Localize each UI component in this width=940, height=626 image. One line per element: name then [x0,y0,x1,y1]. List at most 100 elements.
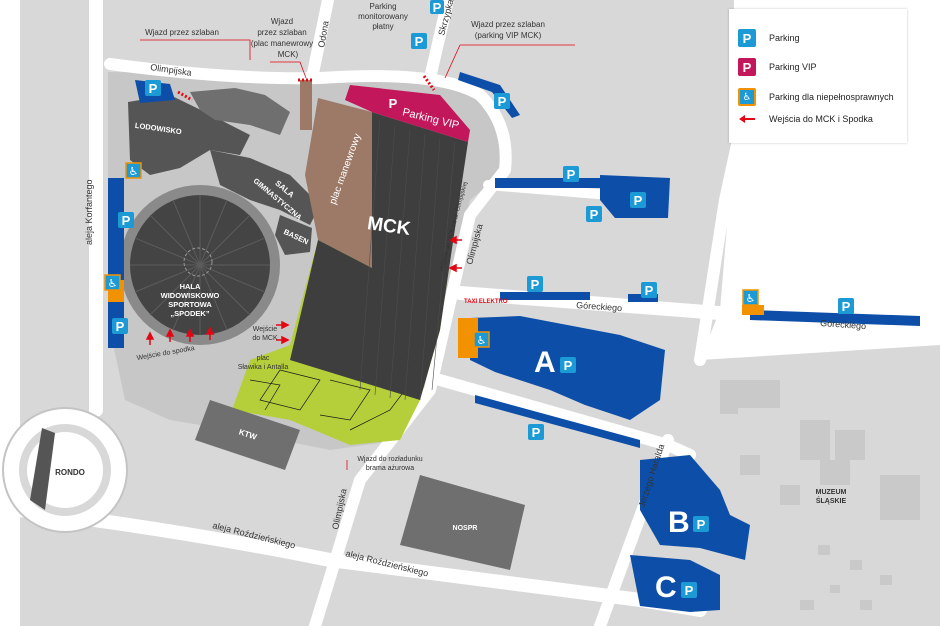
wheelchair-icon: ♿ [473,331,490,348]
spodek-label-1: HALA [180,282,201,291]
road-skrzypka [424,0,454,84]
parking-marker: P [838,298,854,314]
parking-a-label: A [534,346,556,379]
parking-marker: P [145,80,161,96]
nospr-label: NOSPR [453,525,478,532]
parking-marker: P [527,276,543,292]
spodek-label-2: WIDOWISKOWO [161,291,220,300]
svg-text:P: P [645,283,654,298]
parking-strip-south [475,395,640,448]
legend-label-parking-vip: Parking VIP [769,62,817,72]
svg-text:♿: ♿ [129,165,139,178]
svg-text:P: P [567,167,576,182]
svg-text:P: P [498,94,507,109]
wheelchair-icon: ♿ [104,274,121,291]
nospr-building [400,475,525,570]
svg-text:♿: ♿ [477,334,487,347]
street-goreckiego-east: Góreckiego [820,318,867,331]
rondo-label: RONDO [55,468,85,477]
basen-building [275,215,312,255]
svg-text:♿: ♿ [108,277,118,290]
gate-markers [177,75,436,102]
disabled-badges: ♿ ♿ ♿ ♿ [104,162,759,348]
parking-strip-east [495,178,610,188]
parking-marker: P [430,0,444,15]
sala-gimnastyczna-building [210,150,320,225]
parking-marker: P [118,212,134,228]
parking-marker: P [586,206,602,222]
entrance-arrows [145,235,462,345]
parking-b-label: B [668,506,690,539]
svg-text:P: P [842,299,851,314]
plac-label-1: plac [257,355,270,362]
dark-labels: MUZEUM ŚLĄSKIE plac Sławika i Antalla [238,355,847,505]
street-korfantego: aleja Korfantego [84,179,94,245]
annot-vip-2: (parking VIP MCK) [475,31,542,40]
annot-szlaban: Wjazd przez szlaban [145,28,219,37]
gate-vip [422,75,436,91]
annot-manewr-3: (plac manewrowy [251,39,313,48]
svg-text:P: P [590,207,599,222]
parking-vip-icon: P [738,58,756,76]
gate-szlaban [177,90,193,102]
mck-building [290,112,468,400]
legend-label-parking-disabled: Parking dla niepełnosprawnych [769,92,894,102]
parking-vip-band [345,85,470,142]
svg-text:P: P [532,425,541,440]
entrance-arrow-icon [739,115,755,123]
parking-area-b [640,455,750,560]
svg-text:P: P [697,517,706,532]
svg-text:P: P [122,213,131,228]
parking-marker: P [630,192,646,208]
legend-item-parking-disabled: ♿ Parking dla niepełnosprawnych [738,86,894,108]
legend-item-parking-vip: P Parking VIP [738,56,817,78]
svg-text:P: P [149,81,158,96]
p-badges: P P P P P P P P P P P P P P P P P [112,0,854,598]
svg-text:P: P [564,358,573,373]
annot-monit-2: monitorowany [358,12,408,21]
annot-manewr-1: Wjazd [271,17,293,26]
museum-buildings [720,380,920,610]
spodek-center-ring [183,247,213,277]
parking-strip-goreckiego-n [500,292,590,300]
parking-monitorowany-building [190,88,290,135]
spodek-label-4: „SPODEK” [170,309,209,318]
wheelchair-icon: ♿ [742,289,759,306]
street-odona: Odona [316,20,331,48]
rondo-building [30,428,55,510]
taxi-label: TAXI ELEKTRO [464,299,508,305]
wheelchair-icon: ♿ [125,162,142,179]
road-olimpijska-south [434,374,696,461]
annot-rozladunek-2: brama ażurowa [366,465,414,472]
legend-label-parking: Parking [769,33,800,43]
parking-c-label: C [655,571,677,604]
annot-rozladunek-1: Wjazd do rozładunku [357,456,422,463]
lodowisko-building [128,95,250,175]
annot-manewr-2: przez szlaban [257,28,306,37]
legend-label-entrances: Wejścia do MCK i Spodka [769,114,873,124]
spodek-ribs [130,195,270,335]
legend-item-entrances: Wejścia do MCK i Spodka [738,108,873,130]
street-goreckiego-west: Góreckiego [576,300,623,313]
parking-marker: P [560,357,576,373]
parking-strip-goreckiego-e [750,310,920,326]
annot-wejscie-mck-2: do MCK [252,335,278,342]
parking-marker: P [528,424,544,440]
disabled-strip-goreckiego [742,305,764,315]
parking-marker: P [563,166,579,182]
legend-item-parking: P Parking [738,27,800,49]
muzeum-label-1: MUZEUM [816,489,847,496]
road-olimpijska-north [104,58,512,626]
spodek-complex [120,88,320,345]
plac-manewrowy-entrance [300,80,312,130]
mck-texture [359,119,456,401]
plac-label-2: Sławika i Antalla [238,364,289,371]
svg-text:P: P [685,583,694,598]
parking-marker: P [494,93,510,109]
parking-vip-marker: P [385,95,401,111]
parking-letters: A B C [534,346,690,604]
annot-monit-3: płatny [372,22,393,31]
parking-area-c [630,555,720,612]
parking-marker: P [112,318,128,334]
svg-text:P: P [433,0,442,15]
